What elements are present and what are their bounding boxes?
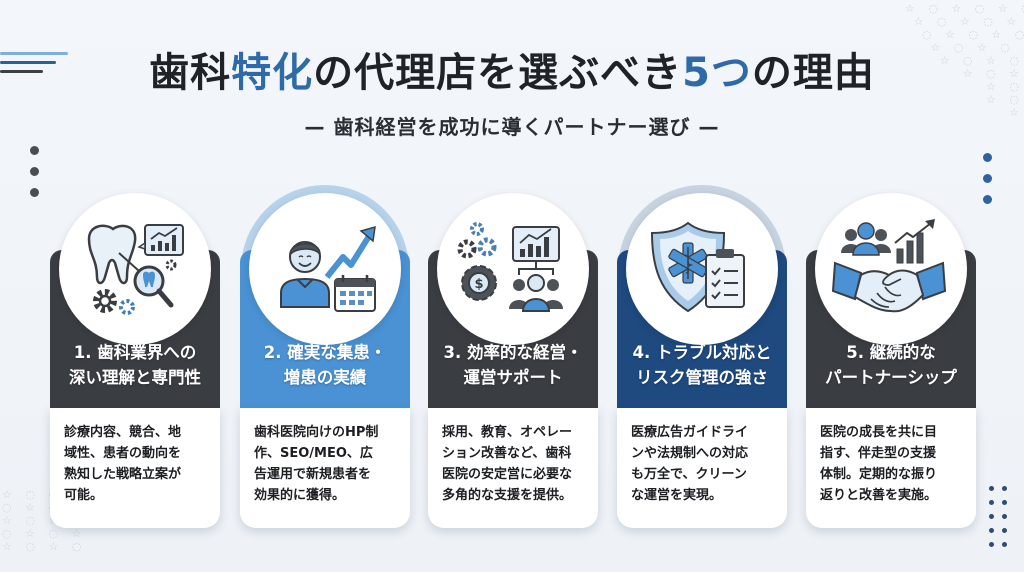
- page-subtitle: — 歯科経営を成功に導くパートナー選び —: [304, 115, 720, 139]
- reason-heading: 4. トラブル対応とリスク管理の強さ: [632, 343, 772, 387]
- management-support-icon: $: [437, 193, 589, 345]
- decorative-dots-left: [30, 146, 39, 209]
- reason-card-1: 1. 歯科業界への深い理解と専門性 診療内容、競合、地域性、患者の動向を熟知した…: [50, 193, 220, 528]
- reason-heading: 1. 歯科業界への深い理解と専門性: [69, 343, 201, 387]
- patient-growth-icon: [249, 193, 401, 345]
- reason-card-2: 2. 確実な集患・増患の実績 歯科医院向けのHP制作、SEO/MEO、広告運用で…: [240, 185, 410, 528]
- reason-description: 医院の成長を共に目指す、伴走型の支援体制。定期的な振り返りと改善を実施。: [820, 425, 938, 503]
- page-title: 歯科特化の代理店を選ぶべき5つの理由: [149, 50, 875, 96]
- reason-description: 診療内容、競合、地域性、患者の動向を熟知した戦略立案が可能。: [64, 425, 182, 503]
- reason-heading: 5. 継続的なパートナーシップ: [825, 343, 957, 387]
- reason-card-4: 4. トラブル対応とリスク管理の強さ 医療広告ガイドラインや法規制への対応も万全…: [617, 185, 787, 528]
- medical-shield-checklist-icon: [626, 193, 778, 345]
- tooth-analysis-icon: [59, 193, 211, 345]
- svg-text:$: $: [474, 277, 483, 292]
- reason-description: 採用、教育、オペレーション改善など、歯科医院の安定営に必要な多角的な支援を提供。: [442, 425, 573, 503]
- decorative-lines: [0, 52, 68, 79]
- decorative-dots-right: [983, 153, 992, 216]
- reason-description: 歯科医院向けのHP制作、SEO/MEO、広告運用で新規患者を効果的に獲得。: [254, 425, 379, 503]
- tooth-star-pattern-top-right: ☆ ◌ ☆ ◌ ☆ ◌ ☆ ◌ ☆ ◌ ☆ ◌ ◌ ☆ ◌ ☆ ◌ ☆ ◌ ☆ …: [905, 2, 1024, 119]
- handshake-partnership-icon: [815, 193, 967, 345]
- reason-card-5: 5. 継続的なパートナーシップ 医院の成長を共に目指す、伴走型の支援体制。定期的…: [806, 193, 976, 528]
- reason-description: 医療広告ガイドラインや法規制への対応も万全で、クリーンな運営を実現。: [631, 425, 749, 503]
- reason-card-3: $ 3. 効率的な経営・運営サポート 採用、教育、オペレーション改善など、歯科医…: [428, 193, 598, 528]
- decorative-dot-grid: [989, 486, 1007, 547]
- reason-heading: 3. 効率的な経営・運営サポート: [443, 343, 583, 387]
- reason-heading: 2. 確実な集患・増患の実績: [263, 343, 387, 387]
